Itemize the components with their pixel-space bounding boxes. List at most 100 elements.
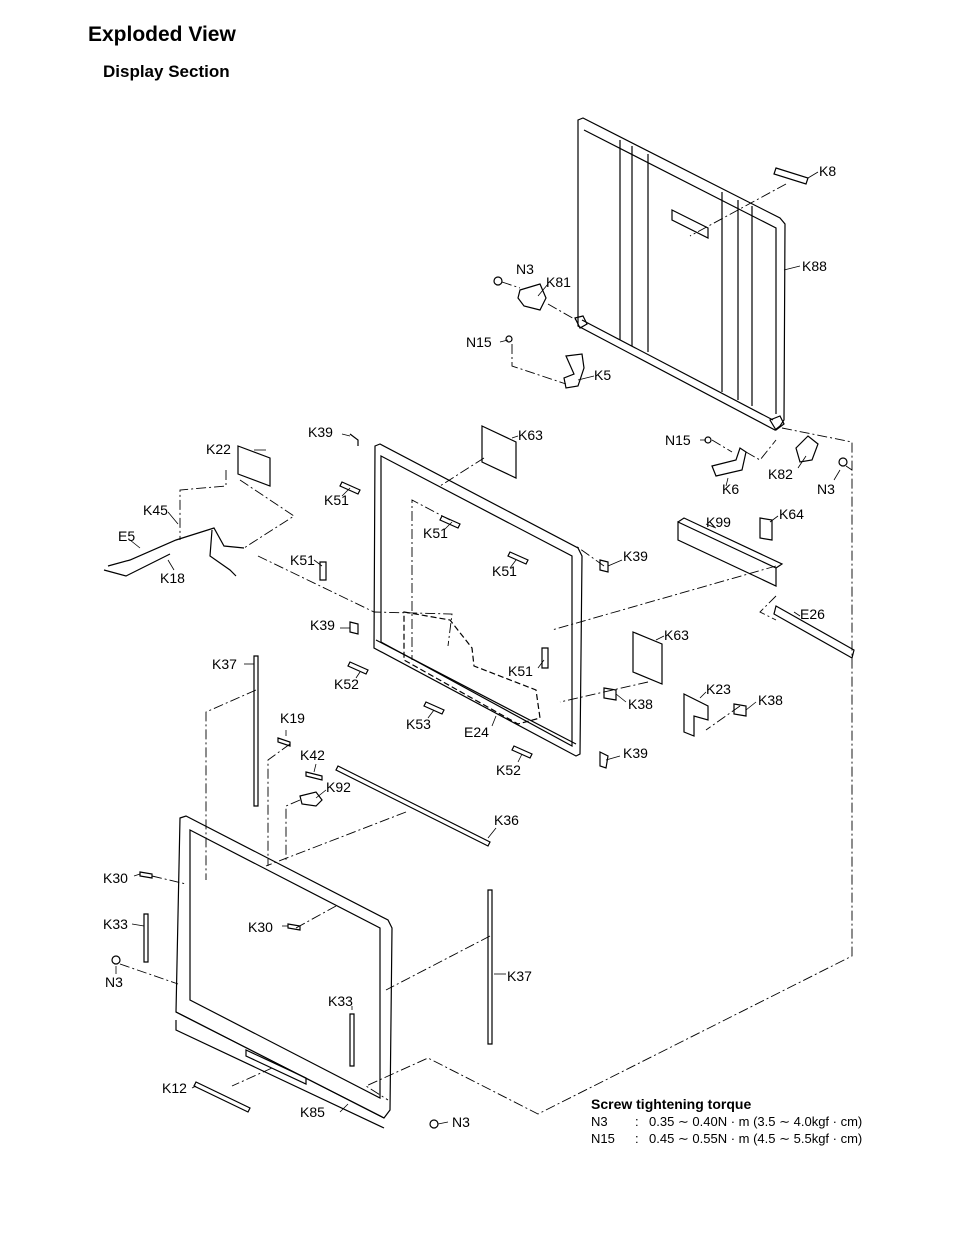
torque-sep: : [635,1114,639,1129]
section-subtitle: Display Section [103,62,230,81]
part-k38-a [603,687,617,701]
label-n15-right: N15 [665,432,691,448]
label-k51-c: K51 [290,552,315,568]
label-k6: K6 [722,481,739,497]
label-k51-a: K51 [324,492,349,508]
label-k51-e: K51 [508,663,533,679]
part-k82-hinge [795,435,819,463]
part-k19 [277,737,291,747]
part-k30-a [139,871,153,879]
label-k63-a: K63 [518,427,543,443]
label-k12: K12 [162,1080,187,1096]
label-k52-b: K52 [496,762,521,778]
part-k36 [335,765,491,847]
label-k52-a: K52 [334,676,359,692]
label-k33-b: K33 [328,993,353,1009]
part-k51-a [339,481,361,495]
label-k85: K85 [300,1104,325,1120]
label-k64: K64 [779,506,804,522]
part-k39-b [599,559,609,573]
label-k39-d: K39 [623,745,648,761]
screw-n3-right [838,457,848,467]
torque-sep: : [635,1131,639,1146]
cable-e5-k18 [103,527,245,577]
lcd-panel-frame [373,443,583,757]
screw-n15-top [505,335,513,343]
page-title: Exploded View [88,23,236,46]
label-k33-a: K33 [103,916,128,932]
part-k81-hinge [517,283,547,311]
part-labels: K8 K88 N3 K81 N15 K5 K39 K63 N15 K22 K82… [103,163,836,1130]
part-k22 [237,445,271,487]
part-k99 [677,521,777,587]
part-k53 [423,701,445,715]
label-k53: K53 [406,716,431,732]
label-k81: K81 [546,274,571,290]
label-k36: K36 [494,812,519,828]
part-k51-d [319,561,327,581]
label-k51-b: K51 [423,525,448,541]
part-k42 [305,771,323,781]
part-k52-a [347,661,369,675]
screw-n3-bottom [429,1119,439,1129]
part-k38-b [733,703,747,717]
part-k33-b [349,1013,355,1067]
part-k6-bracket [711,447,747,477]
label-k22: K22 [206,441,231,457]
torque-row-n15: N15 : 0.45 ∼ 0.55N · m (4.5 ∼ 5.5kgf · c… [591,1130,862,1147]
torque-value: 0.35 ∼ 0.40N · m (3.5 ∼ 4.0kgf · cm) [649,1114,863,1129]
screw-n3-left [111,955,121,965]
label-e26: E26 [800,606,825,622]
label-n3-top: N3 [516,261,534,277]
label-k39-c: K39 [310,617,335,633]
part-k39-c [349,621,359,635]
label-k38-b: K38 [758,692,783,708]
label-k37-b: K37 [507,968,532,984]
label-n15-top: N15 [466,334,492,350]
label-k45: K45 [143,502,168,518]
label-k39-a: K39 [308,424,333,440]
part-k37-right [487,889,493,1045]
label-k30-b: K30 [248,919,273,935]
part-k39-d [599,751,609,769]
label-k37-a: K37 [212,656,237,672]
label-e5: E5 [118,528,135,544]
part-k64 [759,517,773,541]
part-k39-a [349,433,359,446]
torque-heading: Screw tightening torque [591,1096,752,1112]
part-k12 [193,1081,251,1113]
label-n3-left: N3 [105,974,123,990]
torque-key: N3 [591,1114,608,1129]
part-k51-c [507,551,529,565]
label-k8: K8 [819,163,836,179]
label-e24: E24 [464,724,489,740]
label-k39-b: K39 [623,548,648,564]
label-k51-d: K51 [492,563,517,579]
part-k37-left [253,655,259,807]
part-k63-top [481,425,517,479]
label-n3-bottom: N3 [452,1114,470,1130]
label-n3-right: N3 [817,481,835,497]
screw-n3-top [493,276,503,286]
torque-row-n3: N3 : 0.35 ∼ 0.40N · m (3.5 ∼ 4.0kgf · cm… [591,1113,862,1130]
label-k42: K42 [300,747,325,763]
torque-value: 0.45 ∼ 0.55N · m (4.5 ∼ 5.5kgf · cm) [649,1131,863,1146]
back-cover-k88 [574,117,786,431]
part-k33-a [143,913,149,963]
label-k92: K92 [326,779,351,795]
part-k92 [299,791,323,807]
part-k51-e [541,647,549,669]
part-e26 [773,605,855,659]
torque-key: N15 [591,1131,615,1146]
label-k38-a: K38 [628,696,653,712]
label-k99: K99 [706,514,731,530]
part-k8 [773,167,809,185]
label-k5: K5 [594,367,611,383]
label-k63-b: K63 [664,627,689,643]
label-k18: K18 [160,570,185,586]
part-k23 [683,693,709,737]
label-k30-a: K30 [103,870,128,886]
label-k19: K19 [280,710,305,726]
part-k5-bracket [563,353,585,389]
